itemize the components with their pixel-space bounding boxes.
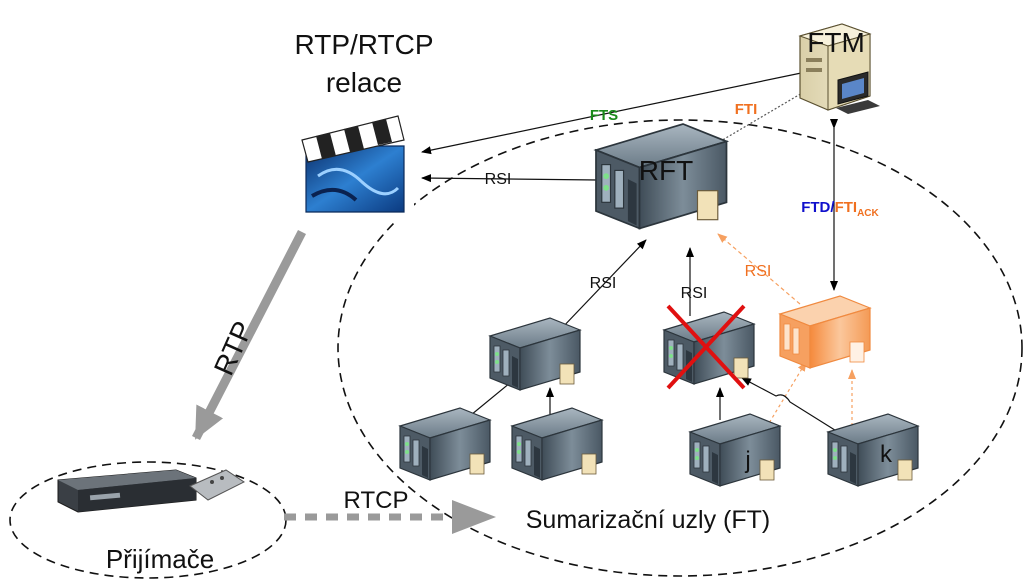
rsi-label-middle: RSI — [681, 285, 708, 302]
rsi-link-rft-session — [421, 174, 599, 183]
summarization-nodes-label: Sumarizační uzly (FT) — [526, 506, 770, 534]
ftd-fti-ack-label: FTD/FTIACK — [801, 199, 879, 219]
receivers-label: Přijímače — [106, 544, 214, 574]
leaf-link-k — [741, 377, 839, 433]
fti-label: FTI — [735, 101, 758, 118]
rtcp-label: RTCP — [344, 487, 409, 514]
leaf-server-j-icon — [689, 413, 781, 487]
rtp-label: RTP — [208, 316, 259, 379]
slash-label: / — [830, 199, 835, 216]
leaf-server-k-icon — [827, 413, 919, 487]
ftm-label: FTM — [807, 27, 865, 58]
set-top-box-icon — [57, 469, 245, 513]
ftd-label: FTD — [801, 199, 830, 216]
rtp-arrow — [191, 229, 307, 441]
fts-label: FTS — [590, 107, 618, 124]
orange-server-icon — [779, 295, 871, 369]
fti-ack-base-label: FTI — [835, 199, 858, 216]
leaf-server-icon — [399, 407, 491, 481]
session-title-line2: relace — [326, 67, 402, 98]
rsi-label-orange: RSI — [745, 263, 772, 280]
node-k-label: k — [880, 441, 893, 468]
node-j-label: j — [744, 447, 750, 474]
failure-x-icon — [666, 304, 746, 390]
workstation-computer-icon — [798, 23, 880, 114]
rsi-link-orange — [717, 233, 801, 305]
server-icon — [489, 317, 581, 391]
leaf-server-icon — [511, 407, 603, 481]
rsi-label-left: RSI — [590, 275, 617, 292]
rsi-label-top: RSI — [485, 171, 512, 188]
session-title-line1: RTP/RTCP — [295, 29, 434, 60]
fti-ack-sub-label: ACK — [857, 208, 879, 219]
rsi-link-left — [559, 239, 647, 331]
summarization-region — [337, 119, 1023, 577]
fts-link — [421, 71, 807, 155]
rtcp-arrowhead — [452, 500, 496, 534]
rft-label: RFT — [639, 155, 693, 186]
film-clapper-icon — [300, 104, 414, 220]
